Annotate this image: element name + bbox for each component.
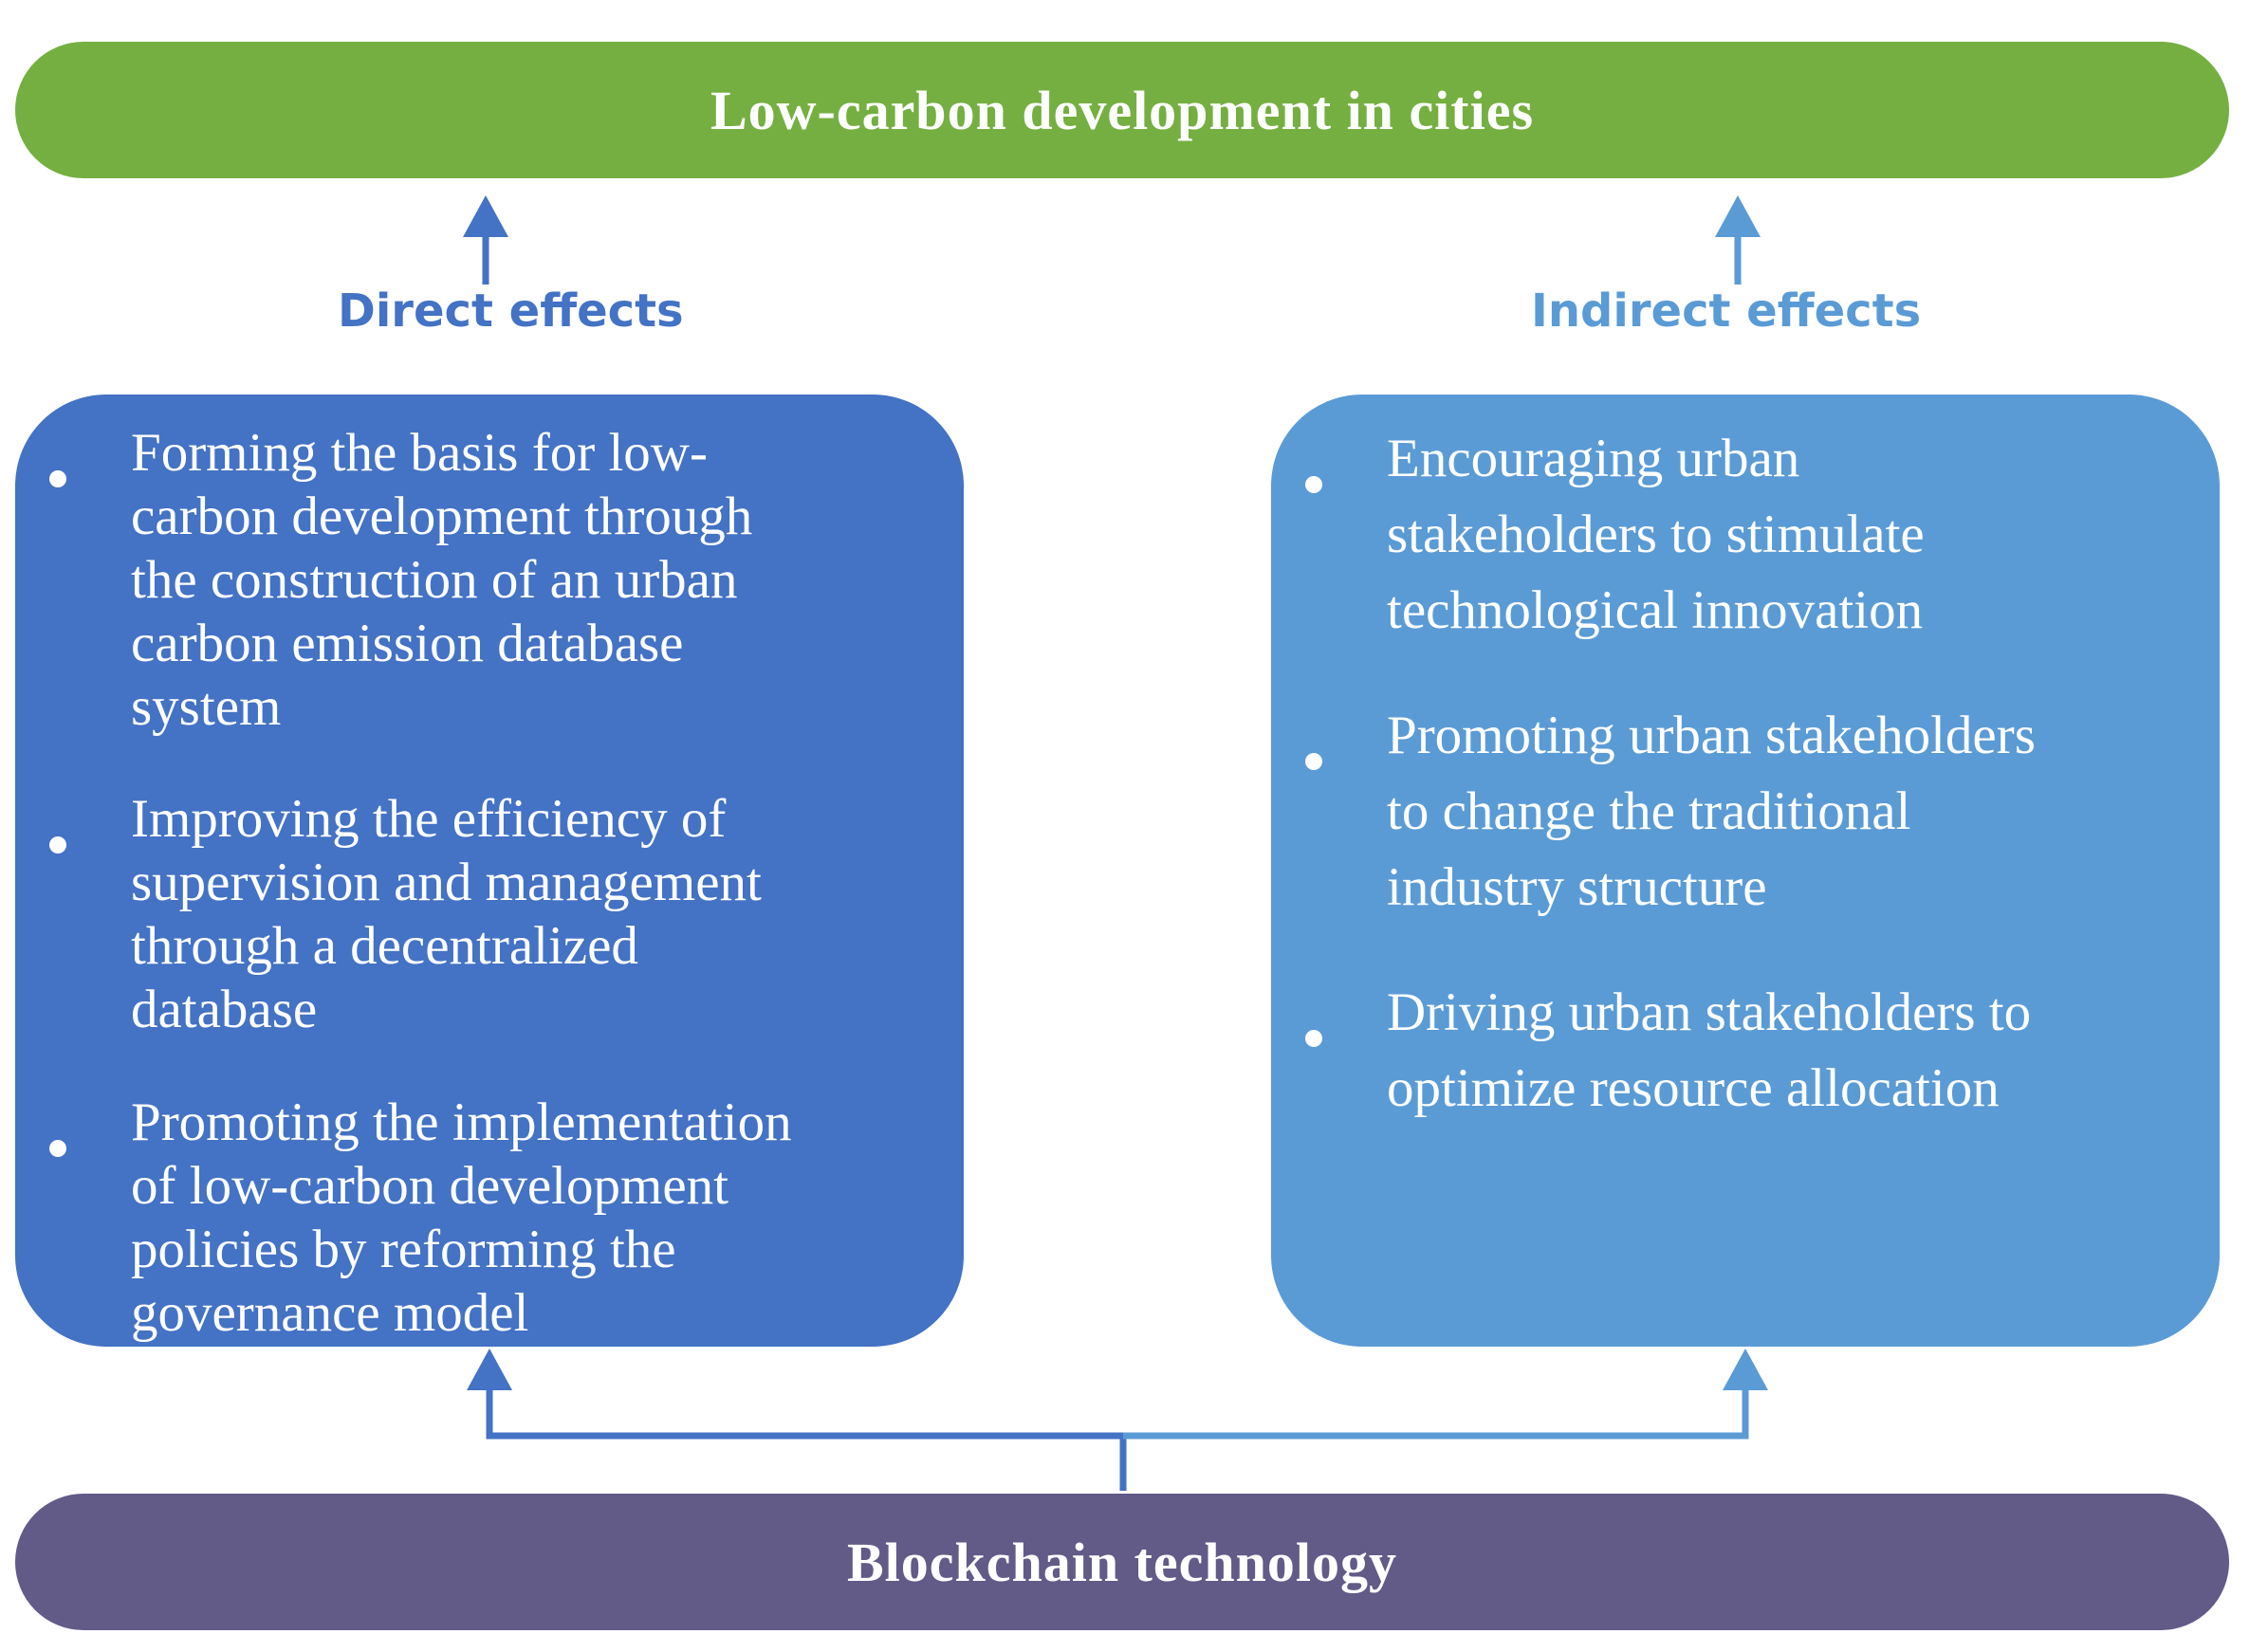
bullet-icon — [49, 1140, 66, 1157]
top-banner-label: Low-carbon development in cities — [710, 79, 1535, 141]
indirect-effect-text: Driving urban stakeholders to optimize r… — [1387, 982, 2032, 1118]
arrow-indirect-to-top — [1715, 195, 1761, 285]
bullet-icon — [1305, 476, 1322, 493]
bullet-icon — [49, 470, 66, 487]
direct-effect-text: Promoting the implementation of low-carb… — [131, 1092, 792, 1343]
bottom-banner: Blockchain technology — [15, 1494, 2229, 1630]
direct-effects-box: Forming the basis for low- carbon develo… — [15, 395, 964, 1347]
direct-effects-label: Direct effects — [338, 285, 684, 338]
bullet-icon — [49, 836, 66, 854]
top-banner: Low-carbon development in cities — [15, 42, 2229, 178]
indirect-effect-text: Encouraging urban stakeholders to stimul… — [1387, 429, 1925, 640]
bullet-icon — [1305, 1030, 1322, 1047]
blockchain-connector — [467, 1349, 1768, 1491]
bullet-icon — [1305, 753, 1322, 770]
direct-effect-text: Forming the basis for low- carbon develo… — [131, 423, 753, 737]
indirect-effects-box: Encouraging urban stakeholders to stimul… — [1271, 395, 2220, 1347]
indirect-effects-label: Indirect effects — [1531, 285, 1922, 338]
bottom-banner-label: Blockchain technology — [846, 1531, 1398, 1593]
indirect-effect-text: Promoting urban stakeholders to change t… — [1387, 706, 2036, 917]
direct-effect-text: Improving the efficiency of supervision … — [131, 789, 762, 1039]
arrow-direct-to-top — [463, 195, 508, 285]
